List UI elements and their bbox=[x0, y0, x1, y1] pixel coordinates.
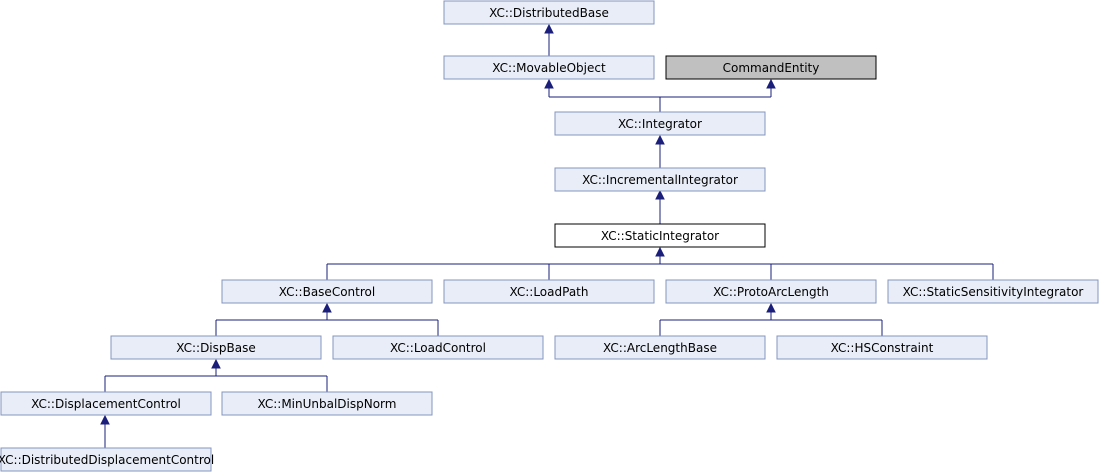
node-label: XC::MovableObject bbox=[492, 61, 606, 75]
arrowhead-distributed-base bbox=[544, 23, 554, 34]
node-min-unbal-disp-norm[interactable]: XC::MinUnbalDispNorm bbox=[221, 391, 433, 416]
node-label: XC::HSConstraint bbox=[831, 341, 934, 355]
node-hs-constraint[interactable]: XC::HSConstraint bbox=[776, 335, 988, 360]
inheritance-edges bbox=[100, 23, 994, 448]
node-disp-base[interactable]: XC::DispBase bbox=[110, 335, 322, 360]
arrowhead-incremental-integrator bbox=[655, 189, 665, 200]
arrowhead-proto-arc-length bbox=[766, 302, 776, 313]
node-label: XC::StaticIntegrator bbox=[601, 229, 719, 243]
node-displacement-control[interactable]: XC::DisplacementControl bbox=[0, 391, 212, 416]
arrowhead-disp-base bbox=[211, 358, 221, 369]
node-label: XC::ProtoArcLength bbox=[713, 285, 829, 299]
node-label: XC::MinUnbalDispNorm bbox=[258, 397, 397, 411]
node-label: XC::BaseControl bbox=[279, 285, 375, 299]
node-load-control[interactable]: XC::LoadControl bbox=[332, 335, 544, 360]
arrowhead-displacement-control bbox=[100, 414, 110, 425]
arrowhead-command-entity bbox=[766, 78, 776, 89]
node-static-integrator[interactable]: XC::StaticIntegrator bbox=[554, 223, 766, 248]
arrowhead-static-integrator bbox=[655, 246, 665, 257]
node-incremental-integrator[interactable]: XC::IncrementalIntegrator bbox=[554, 167, 766, 192]
node-distributed-displacement-control[interactable]: XC::DistributedDisplacementControl bbox=[0, 447, 214, 472]
node-label: XC::IncrementalIntegrator bbox=[582, 173, 738, 187]
node-arc-length-base[interactable]: XC::ArcLengthBase bbox=[554, 335, 766, 360]
node-label: XC::ArcLengthBase bbox=[603, 341, 717, 355]
node-label: XC::DistributedBase bbox=[489, 6, 609, 20]
node-label: CommandEntity bbox=[723, 61, 820, 75]
node-label: XC::LoadControl bbox=[390, 341, 486, 355]
node-load-path[interactable]: XC::LoadPath bbox=[443, 279, 655, 304]
node-label: XC::StaticSensitivityIntegrator bbox=[903, 285, 1084, 299]
node-base-control[interactable]: XC::BaseControl bbox=[221, 279, 433, 304]
node-label: XC::DisplacementControl bbox=[31, 397, 181, 411]
node-distributed-base[interactable]: XC::DistributedBase bbox=[443, 0, 655, 25]
node-static-sensitivity-integrator[interactable]: XC::StaticSensitivityIntegrator bbox=[887, 279, 1099, 304]
node-label: XC::LoadPath bbox=[510, 285, 589, 299]
node-proto-arc-length[interactable]: XC::ProtoArcLength bbox=[665, 279, 877, 304]
arrowhead-movable-object bbox=[544, 78, 554, 89]
arrowhead-integrator bbox=[655, 134, 665, 145]
node-label: XC::DispBase bbox=[176, 341, 255, 355]
node-movable-object[interactable]: XC::MovableObject bbox=[443, 55, 655, 80]
node-command-entity[interactable]: CommandEntity bbox=[665, 55, 877, 80]
node-integrator[interactable]: XC::Integrator bbox=[554, 111, 766, 136]
node-label: XC::Integrator bbox=[618, 117, 702, 131]
node-label: XC::DistributedDisplacementControl bbox=[0, 453, 214, 467]
arrowhead-base-control bbox=[322, 302, 332, 313]
